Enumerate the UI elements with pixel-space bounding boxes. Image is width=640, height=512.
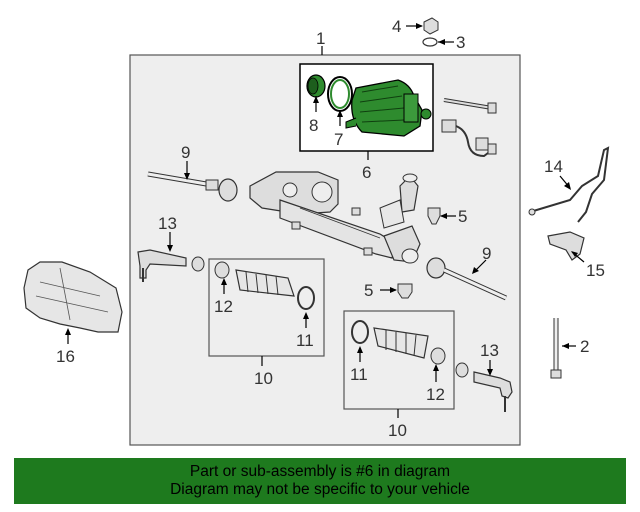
callout-16: 16	[56, 347, 75, 366]
heat-shield-part-16[interactable]	[23, 261, 123, 333]
steering-motor[interactable]	[345, 79, 432, 137]
callout-4: 4	[392, 17, 401, 36]
info-banner-line-2: Diagram may not be specific to your vehi…	[170, 481, 470, 498]
fitting-part-5-lower[interactable]	[397, 283, 413, 299]
bracket-part-14[interactable]	[528, 146, 610, 223]
tie-rod-left-part-9[interactable]	[147, 171, 238, 202]
info-banner: Part or sub-assembly is #6 in diagram Di…	[14, 458, 626, 504]
clamp-part-11-left[interactable]	[297, 286, 315, 310]
mounting-bolt[interactable]	[443, 98, 497, 114]
boot-left[interactable]	[235, 269, 295, 297]
callout-5-upper: 5	[458, 207, 467, 226]
callout-12-left: 12	[214, 297, 233, 316]
seal-part-8[interactable]	[306, 74, 326, 98]
nut-left[interactable]	[191, 256, 205, 272]
callout-3: 3	[456, 33, 465, 52]
tie-rod-end-left-part-13[interactable]	[137, 249, 187, 282]
wiring-connector[interactable]	[441, 119, 497, 158]
washer-part-3[interactable]	[422, 37, 438, 47]
callout-10-right: 10	[388, 421, 407, 440]
steering-rack-housing[interactable]	[249, 171, 421, 264]
bracket-part-15[interactable]	[547, 231, 585, 261]
callout-5-lower: 5	[364, 281, 373, 300]
info-banner-line-1: Part or sub-assembly is #6 in diagram	[189, 463, 451, 480]
callout-8: 8	[309, 116, 318, 135]
callout-1: 1	[316, 29, 325, 48]
callout-9-left: 9	[181, 143, 190, 162]
callout-12-right: 12	[426, 385, 445, 404]
fitting-part-5-upper[interactable]	[427, 207, 441, 225]
tie-rod-right-part-9[interactable]	[426, 257, 508, 301]
clamp-part-11-right[interactable]	[351, 320, 369, 344]
boot-right[interactable]	[373, 327, 429, 359]
callout-11-left: 11	[296, 331, 314, 350]
bolt-part-2[interactable]	[550, 318, 562, 379]
callout-6: 6	[362, 163, 371, 182]
callout-7: 7	[334, 130, 343, 149]
clamp-part-12-left[interactable]	[214, 261, 230, 279]
callout-10-left: 10	[254, 369, 273, 388]
callout-9-right: 9	[482, 244, 491, 263]
callout-2: 2	[580, 337, 589, 356]
callout-13-right: 13	[480, 341, 499, 360]
clamp-part-12-right[interactable]	[430, 347, 446, 365]
nut-part-4[interactable]	[423, 17, 439, 35]
callout-13-left: 13	[158, 214, 177, 233]
callout-11-right: 11	[350, 365, 368, 384]
nut-right[interactable]	[455, 362, 469, 378]
tie-rod-end-right-part-13[interactable]	[473, 371, 513, 412]
callout-14: 14	[544, 157, 563, 176]
callout-15: 15	[586, 261, 605, 280]
